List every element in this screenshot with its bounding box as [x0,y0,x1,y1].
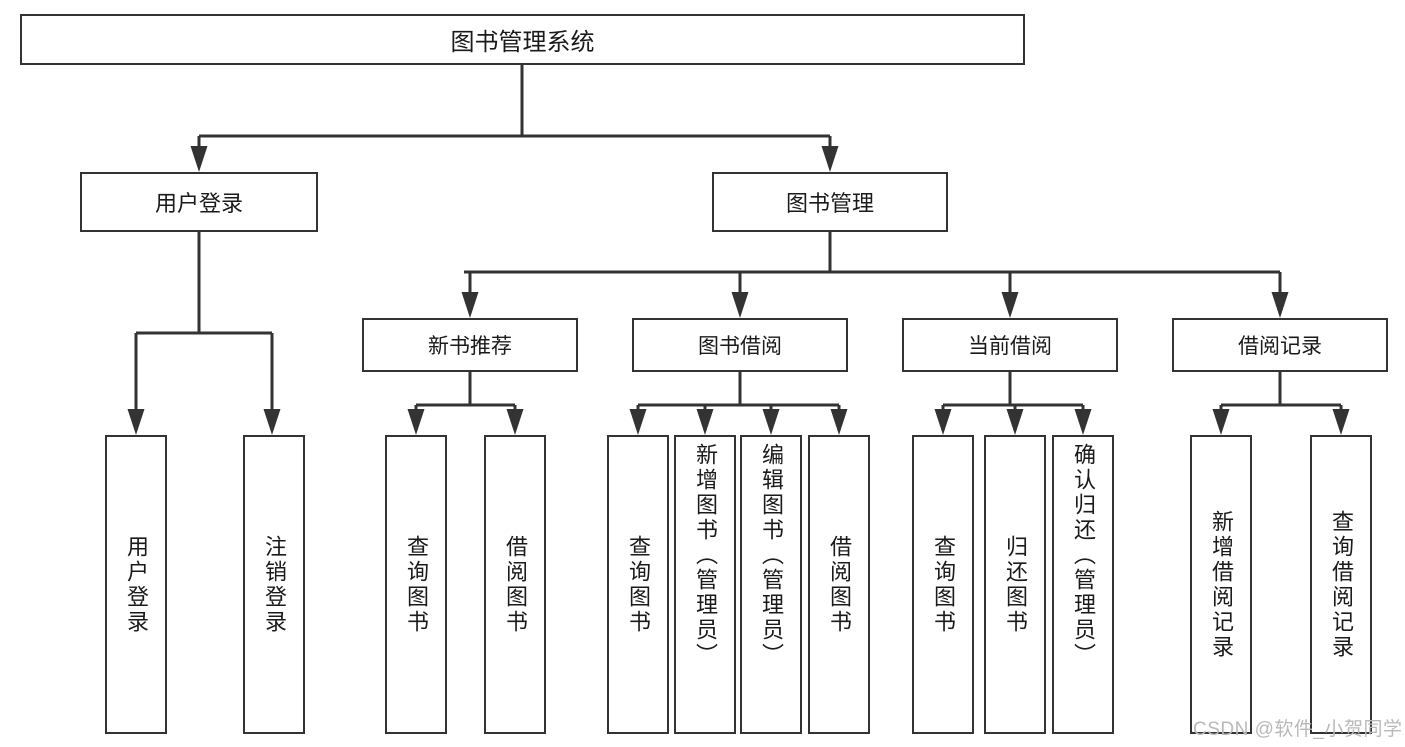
arrowhead-arrow-to-leaf-query-book-3 [934,409,952,435]
arrowhead-arrow-to-current-borrow [1001,292,1019,318]
node-leaf-query-book-2[interactable]: 查询图书 [607,435,669,734]
arrowhead-arrow-to-leaf-borrow-book-1 [506,409,524,435]
node-leaf-query-book-3[interactable]: 查询图书 [912,435,974,734]
node-label: 用户登录 [154,191,243,216]
node-label: 用户登录 [124,534,149,635]
node-label: 查询图书 [931,534,956,635]
arrowhead-arrow-to-leaf-add-borrow-record [1212,409,1230,435]
node-book-borrow[interactable]: 图书借阅 [632,318,848,372]
node-label: 借阅记录 [1238,335,1322,358]
node-label: 注销登录 [262,534,287,635]
node-leaf-add-borrow-record[interactable]: 新增借阅记录 [1190,435,1252,734]
node-label: 查询图书 [404,534,429,635]
node-new-book-recommend[interactable]: 新书推荐 [362,318,578,372]
node-leaf-query-borrow-record[interactable]: 查询借阅记录 [1310,435,1372,734]
node-leaf-edit-book-admin[interactable]: 编辑图书（管理员） [740,435,802,734]
node-book-manage[interactable]: 图书管理 [712,172,948,232]
node-label: 图书管理系统 [450,29,595,56]
node-label: 当前借阅 [968,335,1052,358]
node-leaf-user-login[interactable]: 用户登录 [105,435,167,734]
arrowhead-arrow-to-leaf-query-borrow-record [1332,409,1350,435]
node-label: 图书管理 [785,191,874,216]
node-label: 查询图书 [626,534,651,635]
watermark-text: CSDN @软件_小贺同学 [1193,719,1403,740]
arrowhead-arrow-to-leaf-edit-book-admin [762,409,780,435]
node-label: 图书借阅 [698,335,782,358]
node-leaf-return-book[interactable]: 归还图书 [984,435,1046,734]
node-leaf-query-book-1[interactable]: 查询图书 [385,435,447,734]
arrowhead-arrow-to-user-login [190,146,208,172]
arrowhead-arrow-to-leaf-logout [263,409,281,435]
arrowhead-arrow-to-leaf-confirm-return-admin [1074,409,1092,435]
node-leaf-add-book-admin[interactable]: 新增图书（管理员） [674,435,736,734]
node-label: 归还图书 [1003,534,1028,635]
node-label: 查询借阅记录 [1329,509,1354,660]
node-label: 编辑图书（管理员） [759,443,784,668]
node-label: 确认归还（管理员） [1071,443,1096,668]
arrowhead-arrow-to-leaf-add-book-admin [696,409,714,435]
arrowhead-arrow-to-leaf-user-login [127,409,145,435]
node-label: 借阅图书 [503,534,528,635]
arrowhead-arrow-to-book-borrow [731,292,749,318]
node-label: 新书推荐 [428,335,512,358]
node-borrow-record[interactable]: 借阅记录 [1172,318,1388,372]
node-label: 新增借阅记录 [1209,509,1234,660]
node-leaf-borrow-book-2[interactable]: 借阅图书 [808,435,870,734]
arrowhead-arrow-to-new-book-recommend [461,292,479,318]
arrowhead-arrow-to-leaf-return-book [1006,409,1024,435]
arrowhead-arrow-to-leaf-query-book-1 [407,409,425,435]
node-root[interactable]: 图书管理系统 [20,14,1025,65]
node-leaf-confirm-return-admin[interactable]: 确认归还（管理员） [1052,435,1114,734]
node-current-borrow[interactable]: 当前借阅 [902,318,1118,372]
node-leaf-logout[interactable]: 注销登录 [243,435,305,734]
node-label: 借阅图书 [827,534,852,635]
arrowhead-arrow-to-borrow-record [1271,292,1289,318]
arrowhead-arrow-to-leaf-borrow-book-2 [830,409,848,435]
node-label: 新增图书（管理员） [693,443,718,668]
node-user-login[interactable]: 用户登录 [80,172,318,232]
arrowhead-arrow-to-leaf-query-book-2 [629,409,647,435]
arrowhead-arrow-to-book-manage [821,146,839,172]
node-leaf-borrow-book-1[interactable]: 借阅图书 [484,435,546,734]
